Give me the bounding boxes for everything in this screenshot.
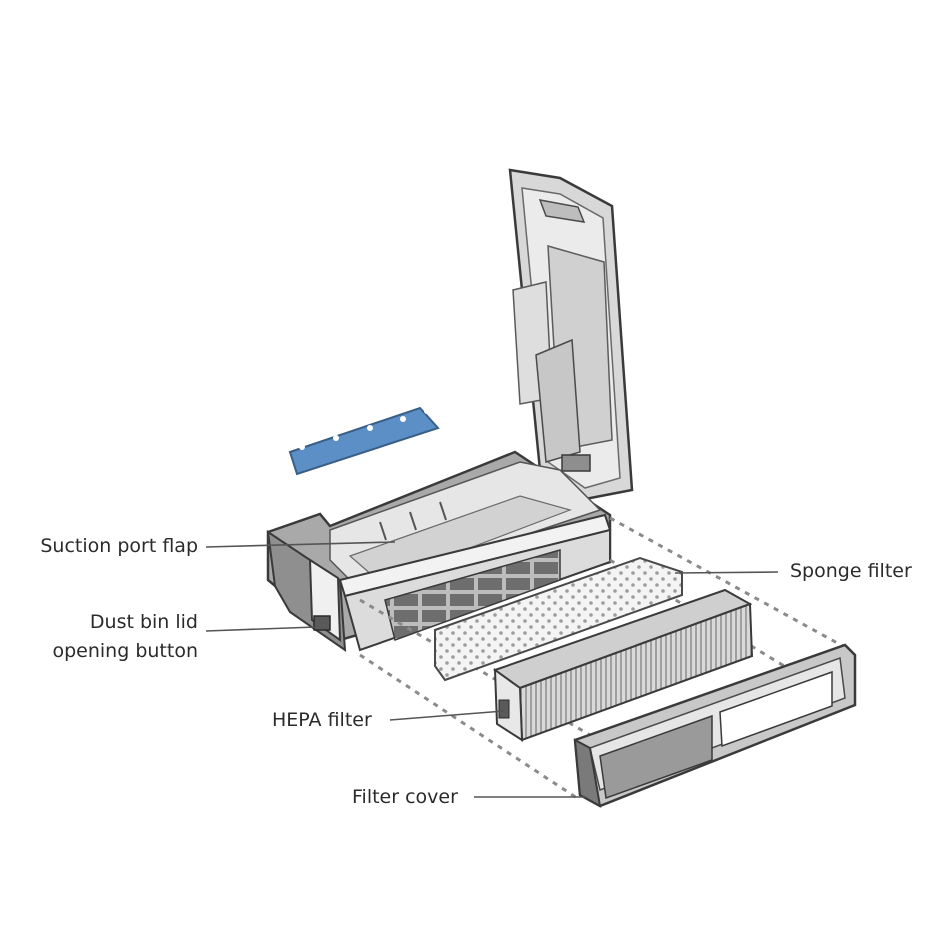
- leader-dust-bin-button: [205, 626, 317, 632]
- leader-lines: [205, 541, 779, 798]
- label-suction-port-flap: Suction port flap: [40, 535, 198, 557]
- dust-bin-body: [266, 450, 612, 653]
- label-dust-bin-lid-line1: Dust bin lid: [89, 611, 198, 633]
- leader-sponge-filter: [674, 571, 779, 574]
- sponge-filter-part: [434, 556, 683, 682]
- label-filter-cover: Filter cover: [352, 786, 458, 808]
- leader-suction-port-flap: [205, 541, 396, 548]
- filter-cover-part: [573, 643, 857, 808]
- dust-bin-lid: [508, 168, 634, 502]
- label-hepa-filter: HEPA filter: [272, 709, 372, 731]
- leader-hepa-filter: [389, 710, 505, 721]
- label-sponge-filter: Sponge filter: [790, 560, 912, 582]
- hepa-filter-part: [492, 588, 754, 742]
- label-dust-bin-lid-line2: opening button: [52, 640, 198, 662]
- suction-port-flap-part: [288, 406, 440, 476]
